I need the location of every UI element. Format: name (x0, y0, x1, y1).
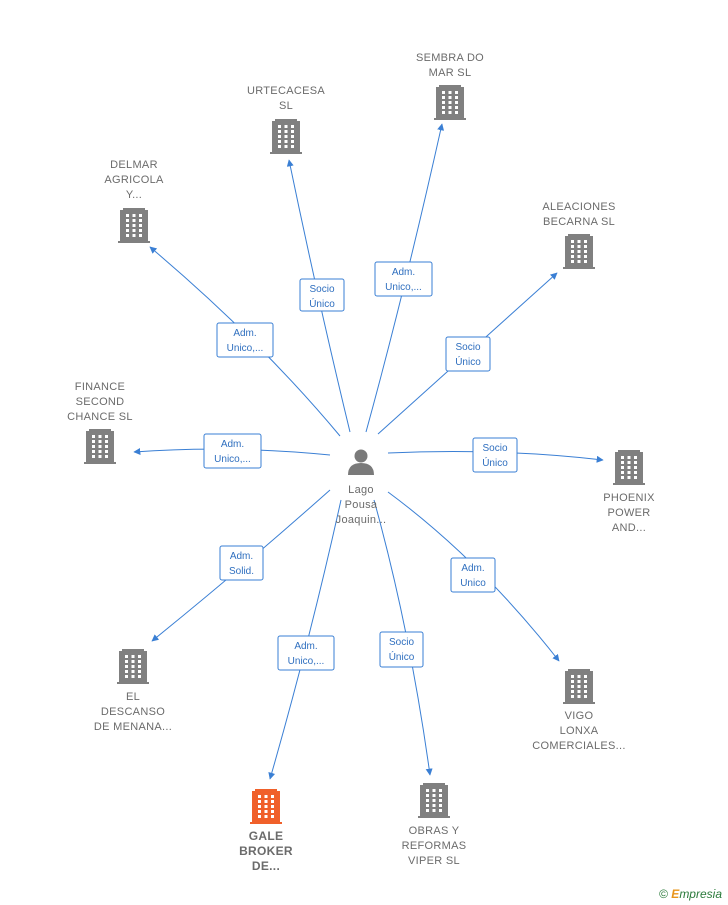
copyright-symbol: © (659, 887, 668, 901)
building-icon (84, 429, 116, 464)
edge-role-text: Adm.Unico,... (227, 328, 264, 354)
edge-role-text: Adm.Unico,... (288, 641, 325, 667)
edge-label-descanso[interactable]: Adm.Solid. (219, 545, 264, 581)
building-icon (434, 85, 466, 120)
edge-role-text: Adm.Unico,... (385, 267, 422, 293)
building-icon (118, 208, 150, 243)
building-icon (270, 119, 302, 154)
building-icon (563, 234, 595, 269)
building-icon (563, 669, 595, 704)
edge-label-sembra[interactable]: Adm.Unico,... (374, 261, 433, 297)
person-icon (348, 449, 374, 475)
edge-label-delmar[interactable]: Adm.Unico,... (216, 322, 274, 358)
edge-label-gale[interactable]: Adm.Unico,... (277, 635, 335, 671)
edge-role-text: Adm.Unico,... (214, 439, 251, 465)
building-icon (117, 649, 149, 684)
edge-label-vigo[interactable]: Adm.Unico (450, 557, 496, 593)
edge-label-finance[interactable]: Adm.Unico,... (203, 433, 262, 469)
building-icon (250, 789, 282, 824)
brand-name: mpresia (679, 887, 722, 901)
building-icon (613, 450, 645, 485)
footer-brand[interactable]: © Empresia (659, 887, 722, 901)
edge-role-text: Adm.Solid. (229, 551, 254, 577)
edge-role-text: Adm.Unico (460, 563, 486, 589)
building-icon (418, 783, 450, 818)
brand-initial: E (671, 887, 680, 901)
